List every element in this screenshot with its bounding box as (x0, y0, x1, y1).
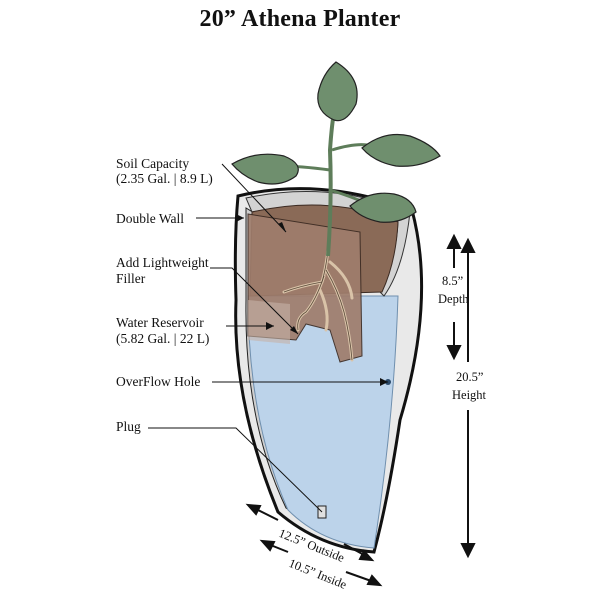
label-plug: Plug (116, 419, 141, 434)
plug (317, 505, 327, 519)
water-reservoir (247, 295, 399, 549)
depth-label: Depth (438, 292, 469, 306)
diagram-title: 20” Athena Planter (199, 6, 401, 32)
leaf-top (317, 61, 358, 122)
height-label: Height (452, 388, 487, 402)
label-water-reservoir: Water Reservoir (116, 315, 204, 330)
leaf-right (361, 133, 441, 167)
leaf-lower (349, 192, 417, 223)
inside-arrow (259, 539, 383, 587)
depth-value: 8.5” (442, 274, 464, 288)
height-arrow (460, 237, 476, 559)
label-add-filler-2: Filler (116, 271, 146, 286)
depth-arrow (446, 233, 462, 361)
label-overflow-hole: OverFlow Hole (116, 374, 201, 389)
outside-arrow (245, 503, 375, 562)
label-water-reservoir-value: (5.82 Gal. | 22 L) (116, 331, 210, 346)
label-double-wall: Double Wall (116, 211, 185, 226)
label-soil-capacity-value: (2.35 Gal. | 8.9 L) (116, 171, 213, 186)
height-value: 20.5” (456, 370, 484, 384)
filler-zone (248, 300, 290, 344)
leaf-left (231, 153, 299, 185)
leader-lines (148, 163, 388, 513)
label-soil-capacity: Soil Capacity (116, 156, 190, 171)
label-add-filler-1: Add Lightweight (116, 255, 209, 270)
